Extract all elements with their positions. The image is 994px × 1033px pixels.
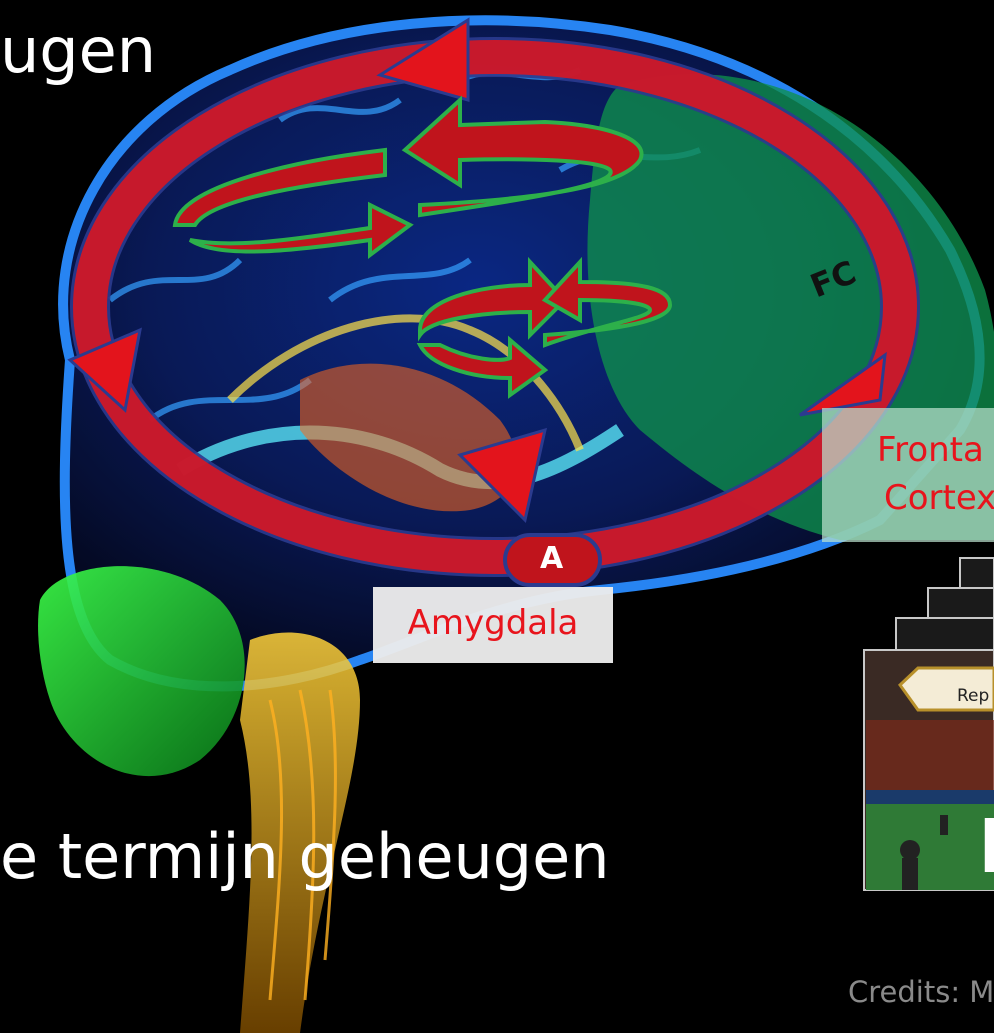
- amygdala-label: Amygdala: [373, 603, 613, 643]
- credits-text: Credits: M: [848, 975, 994, 1009]
- game-screenshot-overlay: Rep H: [860, 556, 994, 890]
- frontal-cortex-label-box: Fronta Cortex: [822, 408, 994, 542]
- game-replay-button-label: Rep: [957, 686, 989, 706]
- amygdala-initial-label: A: [540, 541, 563, 576]
- cerebellum: [38, 566, 245, 776]
- slide-heading-bottom: e termijn geheugen: [0, 826, 610, 888]
- frontal-label-line2: Cortex: [884, 478, 994, 518]
- amygdala-label-box: Amygdala: [373, 587, 613, 663]
- slide-heading-top: ugen: [0, 20, 156, 82]
- game-score-letter: H: [978, 804, 994, 890]
- frontal-label-line1: Fronta: [877, 430, 984, 470]
